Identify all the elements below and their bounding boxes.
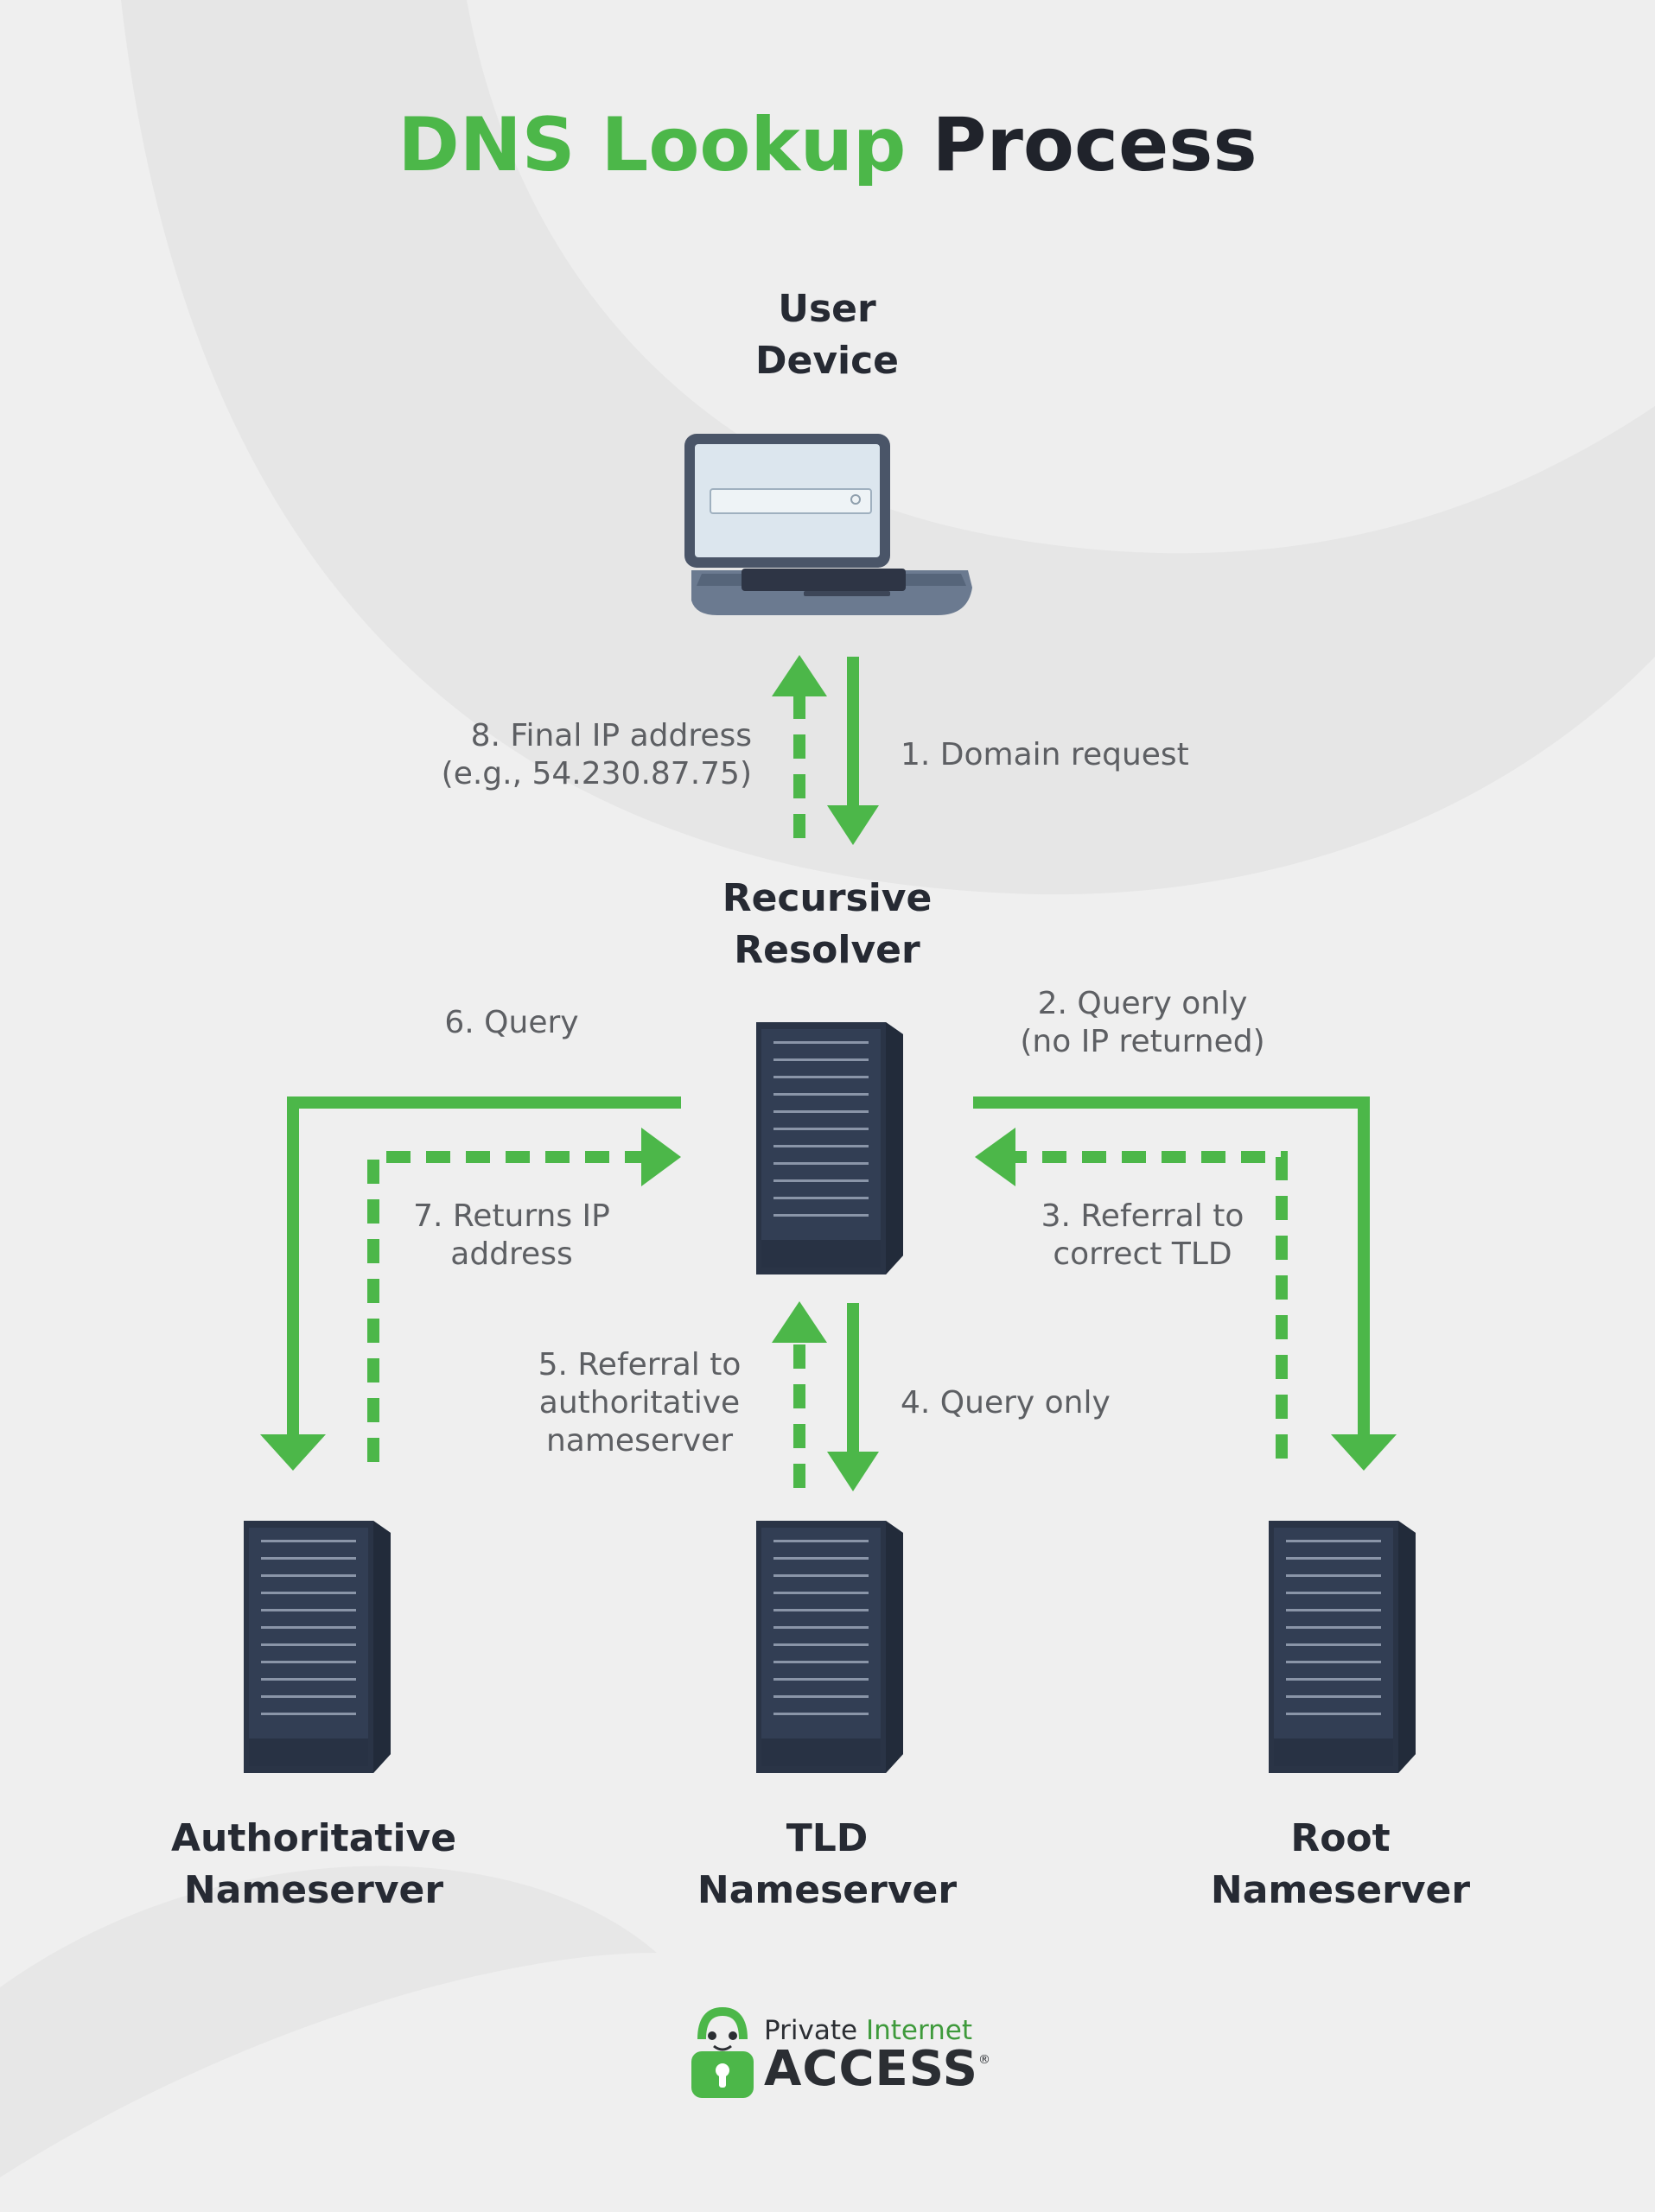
node-label-line: Resolver — [734, 928, 920, 972]
server-icon-root — [1269, 1521, 1416, 1773]
node-label-line: Recursive — [722, 876, 933, 920]
node-label-recursive-resolver: Recursive Resolver — [654, 873, 1000, 976]
edge-label-4: 4. Query only — [901, 1384, 1229, 1422]
node-label-authoritative: Authoritative Nameserver — [141, 1813, 487, 1916]
node-label-line: Authoritative — [170, 1816, 457, 1860]
edge-label-line: 7. Returns IP — [413, 1198, 610, 1234]
title-highlight: DNS Lookup — [398, 102, 907, 188]
edge-label-7: 7. Returns IP address — [339, 1198, 684, 1274]
arrowhead-1 — [827, 805, 879, 845]
node-label-line: Device — [754, 339, 900, 383]
laptop-icon — [684, 434, 972, 615]
edge-label-2: 2. Query only (no IP returned) — [970, 985, 1315, 1061]
title-rest: Process — [932, 102, 1257, 188]
edge-7-returns-ip — [367, 1151, 650, 1462]
logo-word-private: Private — [764, 2015, 858, 2046]
edge-3-referral-tld — [1007, 1151, 1288, 1459]
arrowhead-3 — [975, 1128, 1015, 1186]
brand-logo: Private Internet ACCESS® — [688, 2006, 990, 2101]
logo-wordmark-bottom: ACCESS® — [764, 2041, 991, 2097]
edge-label-line: nameserver — [545, 1423, 734, 1459]
edge-label-1: 1. Domain request — [901, 736, 1264, 774]
logo-word-internet: Internet — [865, 2015, 973, 2046]
arrowhead-4 — [827, 1452, 879, 1491]
arrowhead-7 — [641, 1128, 681, 1186]
page-title: DNS Lookup Process — [0, 102, 1655, 188]
server-icon-tld — [756, 1521, 903, 1773]
server-icon-resolver — [756, 1022, 903, 1274]
edge-label-6: 6. Query — [339, 1004, 684, 1042]
edge-label-line: 1. Domain request — [901, 737, 1189, 772]
edge-label-line: 8. Final IP address — [470, 718, 752, 753]
edge-label-line: 4. Query only — [901, 1385, 1111, 1421]
server-icon-authoritative — [244, 1521, 391, 1773]
edge-label-line: address — [450, 1236, 573, 1272]
node-label-line: Nameserver — [1210, 1868, 1471, 1912]
node-label-line: TLD — [786, 1816, 869, 1860]
node-label-line: User — [778, 287, 876, 331]
logo-wordmark-top: Private Internet — [764, 2015, 972, 2046]
node-label-root: Root Nameserver — [1168, 1813, 1513, 1916]
edge-label-8: 8. Final IP address (e.g., 54.230.87.75) — [354, 717, 752, 793]
registered-mark: ® — [977, 2053, 991, 2067]
arrowhead-8 — [772, 655, 827, 696]
edge-label-line: 5. Referral to — [538, 1347, 742, 1382]
edge-label-line: authoritative — [538, 1385, 741, 1421]
node-label-user-device: User Device — [697, 283, 957, 387]
edge-6-query-authoritative — [287, 1096, 681, 1434]
edge-label-line: 3. Referral to — [1041, 1198, 1244, 1234]
padlock-mascot-icon — [691, 2006, 754, 2098]
node-label-tld: TLD Nameserver — [654, 1813, 1000, 1916]
node-label-line: Nameserver — [183, 1868, 444, 1912]
arrowhead-5 — [772, 1301, 827, 1343]
edge-label-line: (e.g., 54.230.87.75) — [441, 756, 752, 791]
edge-label-5: 5. Referral to authoritative nameserver — [467, 1346, 812, 1460]
node-label-line: Nameserver — [697, 1868, 958, 1912]
edge-label-line: (no IP returned) — [1020, 1024, 1265, 1059]
arrowhead-2 — [1331, 1434, 1397, 1471]
edge-label-line: 2. Query only — [1037, 986, 1248, 1021]
logo-word-access: ACCESS — [764, 2041, 978, 2097]
edge-2-query-root — [973, 1096, 1370, 1434]
arrowhead-6 — [260, 1434, 326, 1471]
node-label-line: Root — [1290, 1816, 1391, 1860]
edge-label-line: correct TLD — [1053, 1236, 1232, 1272]
edge-label-3: 3. Referral to correct TLD — [970, 1198, 1315, 1274]
edge-label-line: 6. Query — [444, 1005, 579, 1040]
